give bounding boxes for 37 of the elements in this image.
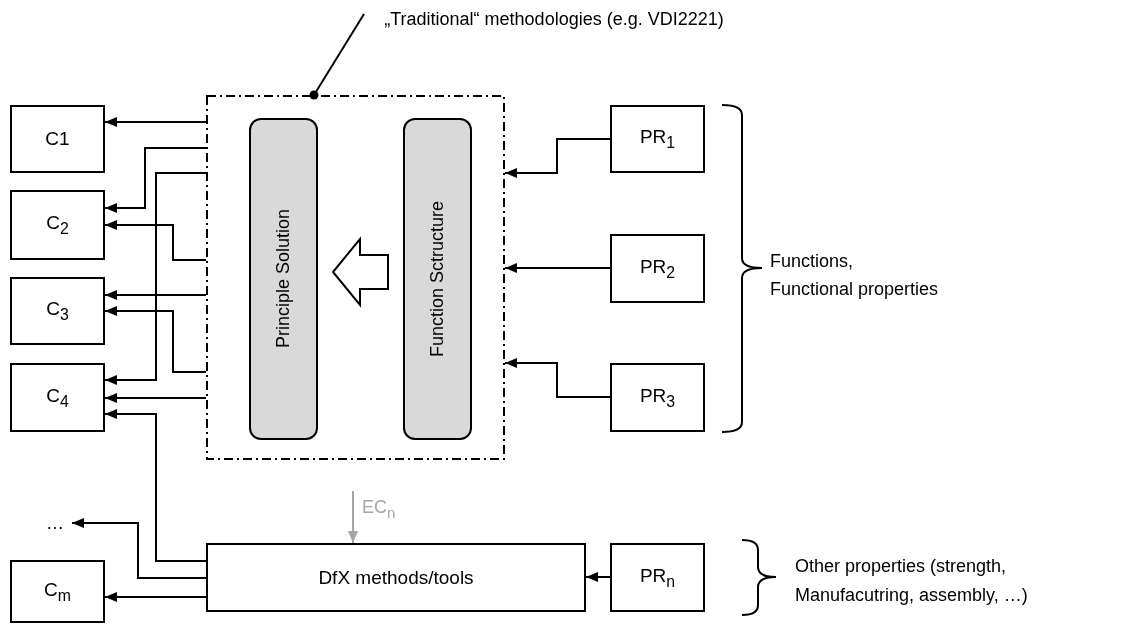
arrow — [348, 490, 358, 544]
arrow — [104, 290, 207, 300]
arrow — [504, 263, 611, 273]
rounded-box: Principle Solution — [249, 118, 318, 440]
block-arrow — [331, 236, 389, 308]
process-box: C1 — [10, 105, 105, 173]
arrow — [504, 138, 611, 178]
arrow — [71, 518, 207, 579]
process-box: PR$_{3}$ — [610, 363, 705, 432]
process-box: C$_{2}$ — [10, 190, 105, 260]
process-box: PR$_{n}$ — [610, 543, 705, 612]
process-box: C$_{m}$ — [10, 560, 105, 623]
arrow — [104, 592, 207, 602]
process-box: C$_{4}$ — [10, 363, 105, 432]
leader-line — [309, 13, 365, 100]
annotation-text: Other properties (strength, — [795, 556, 1007, 577]
annotation-text: „Traditional“ methodologies (e.g. VDI2221) — [384, 6, 724, 32]
arrow — [104, 409, 207, 562]
arrow — [504, 358, 611, 398]
process-box: PR$_{1}$ — [610, 105, 705, 173]
annotation-text: Functional properties — [770, 279, 939, 300]
annotation-text: Manufacutring, assembly, …) — [795, 585, 1028, 606]
edge-label: EC$_{n}$ — [362, 497, 396, 521]
arrow — [585, 572, 611, 582]
arrow — [104, 220, 207, 261]
process-box: DfX methods/tools — [206, 543, 586, 612]
annotation-text: … — [38, 508, 72, 538]
arrow — [104, 147, 207, 213]
arrow — [104, 172, 207, 385]
dash-dot-frame — [206, 95, 505, 460]
process-box: C$_{3}$ — [10, 277, 105, 345]
arrow — [104, 306, 207, 373]
rounded-box: Function Sctructure — [403, 118, 472, 440]
annotation-text: Functions, — [770, 251, 854, 272]
process-box: PR$_{2}$ — [610, 234, 705, 303]
arrow — [104, 117, 207, 127]
arrow — [104, 393, 207, 403]
